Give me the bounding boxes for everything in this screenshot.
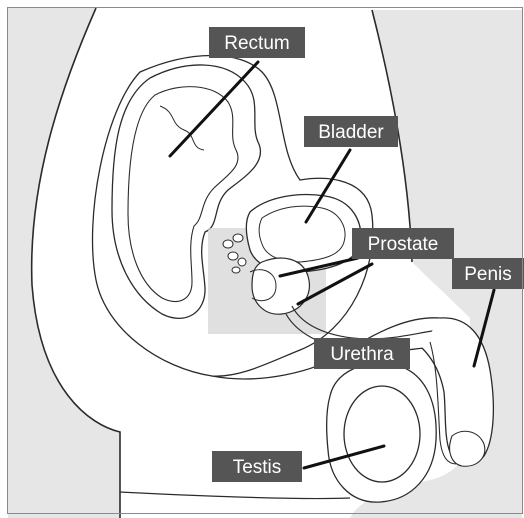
label-penis: Penis: [452, 258, 524, 289]
prostate: [252, 258, 309, 314]
label-testis-text: Testis: [233, 457, 282, 478]
testis: [344, 386, 420, 482]
label-bladder: Bladder: [304, 116, 398, 147]
glans: [450, 431, 485, 466]
label-rectum: Rectum: [209, 27, 305, 58]
label-urethra: Urethra: [314, 338, 410, 369]
label-rectum-text: Rectum: [224, 33, 289, 54]
label-urethra-text: Urethra: [330, 344, 394, 365]
label-prostate: Prostate: [352, 228, 454, 259]
label-bladder-text: Bladder: [318, 122, 384, 143]
label-penis-text: Penis: [464, 264, 512, 285]
label-prostate-text: Prostate: [368, 234, 439, 255]
label-testis: Testis: [212, 451, 302, 482]
